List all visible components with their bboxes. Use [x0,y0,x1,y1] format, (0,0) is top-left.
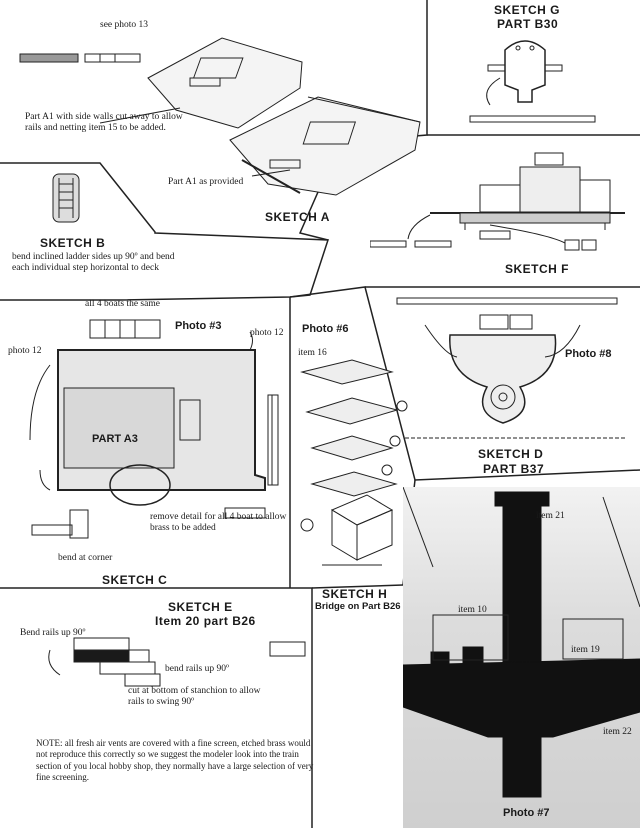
bend-rails-up-left: Bend rails up 90º [20,628,86,638]
photo-8-label: Photo #8 [565,348,612,360]
mast-photo [403,487,640,798]
item-16-label: item 16 [298,348,327,358]
sketch-f-title: SKETCH F [505,262,569,276]
see-photo-13-label: see photo 13 [100,20,149,30]
ship-side-drawing [370,152,625,251]
part-a1-cut-note: Part A1 with side walls cut away to allo… [25,112,183,133]
part-a3-label: PART A3 [92,433,138,445]
boats-note: all 4 boats the same [85,299,160,309]
photo-12-right-label: photo 12 [250,328,284,338]
photo-7-label: Photo #7 [503,807,550,819]
remove-detail-note: remove detail for all 4 boat to allow br… [150,512,287,533]
photo-3-label: Photo #3 [175,320,222,332]
part-b30-drawing [469,40,596,123]
sketch-h-title: SKETCH H [322,587,388,601]
sketch-d-part: PART B37 [483,462,545,476]
part-a1-drawing [19,37,421,196]
item-22-label: item 22 [603,727,632,737]
rails-drawing [48,637,306,687]
screening-note: NOTE: all fresh air vents are covered wi… [36,738,314,782]
sketch-d-title: SKETCH D [478,447,544,461]
sketch-e-title: SKETCH E [168,600,233,614]
sketch-e-subtitle: Item 20 part B26 [155,614,256,628]
sketch-b-title: SKETCH B [40,236,106,250]
part-b37-drawing [396,297,625,439]
part-a1-provided-label: Part A1 as provided [168,177,244,187]
sketch-h-subtitle: Bridge on Part B26 [315,601,401,612]
photo-7: item 21 item 10 item 19 item 22 Photo #7 [403,487,640,828]
sketch-c-title: SKETCH C [102,573,168,587]
item-19-label: item 19 [571,645,600,655]
cut-stanchion-note: cut at bottom of stanchion to allow rail… [128,686,261,707]
sketch-a-title: SKETCH A [265,210,330,224]
ladder-drawing [52,173,80,223]
item-21-label: item 21 [536,511,565,521]
photo-6-label: Photo #6 [302,323,349,335]
bridge-drawing [300,359,408,566]
item-10-label: item 10 [458,605,487,615]
sketch-b-note: bend inclined ladder sides up 90º and be… [12,252,175,273]
part-a3-drawing [29,319,279,539]
sketch-g-title: SKETCH G [494,3,561,17]
sketch-g-part: PART B30 [497,17,559,31]
bend-corner-label: bend at corner [58,553,113,563]
photo-12-left-label: photo 12 [8,346,42,356]
bend-rails-up-right: bend rails up 90º [165,664,229,674]
